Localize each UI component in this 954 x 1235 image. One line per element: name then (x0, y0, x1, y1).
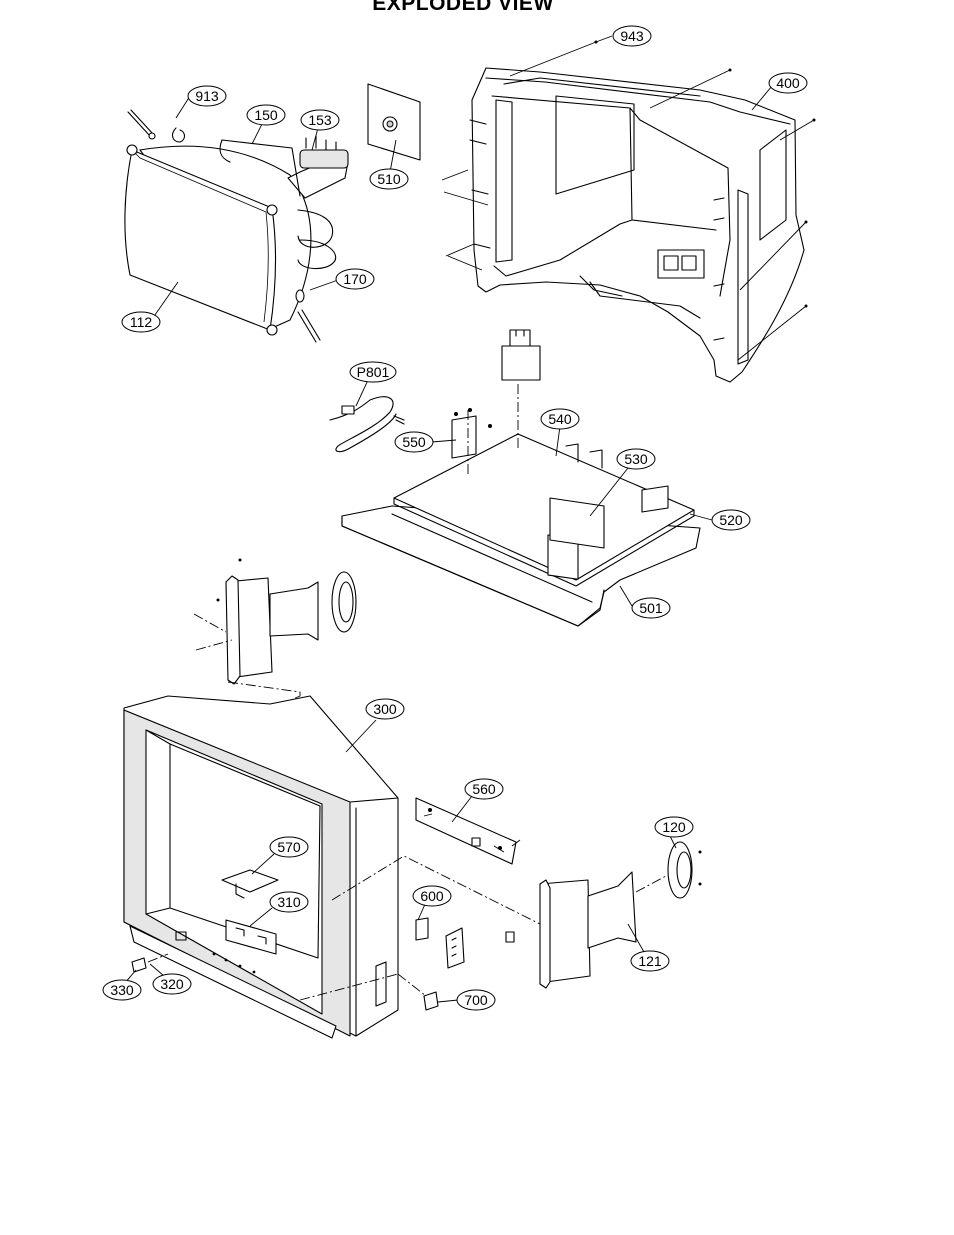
front-cabinet (123, 695, 399, 1039)
power-cord (329, 396, 405, 453)
callout-530: 530 (616, 448, 656, 470)
callout-112: 112 (121, 311, 161, 333)
callout-550-label: 550 (402, 434, 426, 450)
callout-501-label: 501 (639, 600, 663, 616)
callout-121: 121 (630, 950, 670, 972)
callout-170-label: 170 (343, 271, 367, 287)
callout-153-label: 153 (308, 112, 332, 128)
callout-700: 700 (456, 989, 496, 1011)
picture-tube (124, 83, 421, 343)
callout-400-label: 400 (776, 75, 800, 91)
page-title: EXPLODED VIEW (372, 0, 554, 15)
callout-943: 943 (612, 25, 652, 47)
callout-121-label: 121 (638, 953, 662, 969)
callout-913-label: 913 (195, 88, 219, 104)
callout-560-label: 560 (472, 781, 496, 797)
callout-310-label: 310 (277, 894, 301, 910)
callout-400: 400 (768, 72, 808, 94)
callout-913: 913 (187, 85, 227, 107)
callout-570: 570 (269, 836, 309, 858)
board-560 (415, 797, 521, 865)
callout-112-label: 112 (130, 314, 153, 330)
callout-310: 310 (269, 891, 309, 913)
callout-570-label: 570 (277, 839, 301, 855)
callout-560: 560 (464, 778, 504, 800)
callout-153: 153 (300, 109, 340, 131)
callout-600-label: 600 (420, 888, 444, 904)
callout-320-label: 320 (160, 976, 184, 992)
leader-lines (123, 35, 773, 1003)
callout-330-label: 330 (110, 982, 134, 998)
callout-540: 540 (540, 408, 580, 430)
callout-120: 120 (654, 816, 694, 838)
callout-330: 330 (102, 979, 142, 1001)
callout-p801-label: P801 (357, 364, 390, 380)
callout-530-label: 530 (624, 451, 648, 467)
callout-510: 510 (369, 168, 409, 190)
callout-150: 150 (246, 104, 286, 126)
back-cover (441, 40, 816, 383)
main-chassis (341, 329, 701, 627)
callout-300-label: 300 (373, 701, 397, 717)
callout-540-label: 540 (548, 411, 572, 427)
callout-520-label: 520 (719, 512, 743, 528)
callout-300: 300 (365, 698, 405, 720)
callout-550: 550 (394, 431, 434, 453)
callout-520: 520 (711, 509, 751, 531)
callout-943-label: 943 (620, 28, 644, 44)
callout-150-label: 150 (254, 107, 278, 123)
callout-120-label: 120 (662, 819, 686, 835)
callout-320: 320 (152, 973, 192, 995)
callout-700-label: 700 (464, 992, 488, 1008)
callout-510-label: 510 (377, 171, 401, 187)
side-av-board (299, 917, 515, 1011)
right-speaker-assembly (331, 841, 702, 989)
callout-501: 501 (631, 597, 671, 619)
callout-p801: P801 (349, 361, 397, 383)
callout-170: 170 (335, 268, 375, 290)
left-speaker-assembly (129, 558, 357, 771)
callout-600: 600 (412, 885, 452, 907)
